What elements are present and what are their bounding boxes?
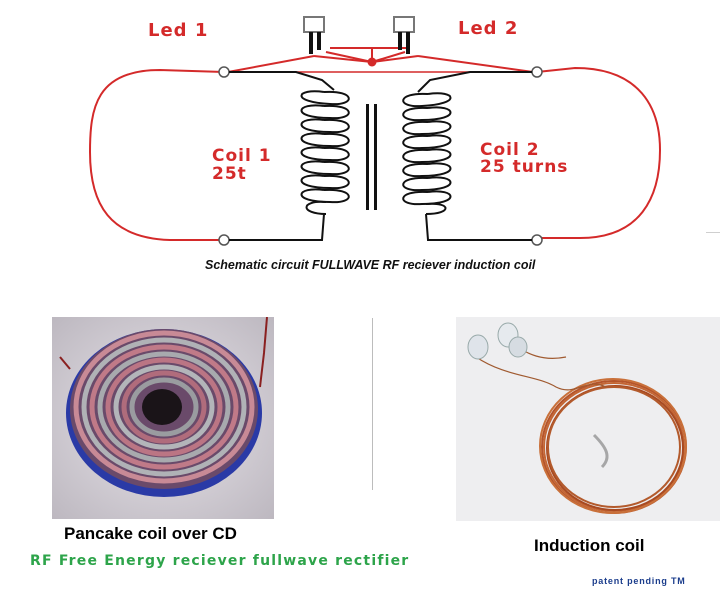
edge-divider bbox=[706, 232, 720, 233]
induction-coil-photo bbox=[456, 317, 720, 521]
led2-symbol bbox=[393, 16, 415, 54]
led-junction-wires bbox=[227, 47, 534, 73]
photo-divider bbox=[372, 318, 373, 490]
coil1-turns-label: 25t bbox=[212, 164, 247, 184]
schematic-diagram bbox=[88, 16, 662, 246]
coil1-label: Coil 1 bbox=[212, 146, 272, 166]
transformer-core bbox=[366, 104, 377, 210]
pancake-coil-caption: Pancake coil over CD bbox=[64, 524, 237, 543]
coil2-turns-label: 25 turns bbox=[480, 157, 569, 177]
outer-wire-loop bbox=[88, 66, 662, 241]
led2-label: Led 2 bbox=[458, 18, 519, 39]
led-components bbox=[467, 322, 528, 360]
coil1-windings bbox=[300, 90, 350, 215]
junction-node bbox=[367, 57, 377, 67]
pancake-coil-photo bbox=[52, 317, 274, 519]
patent-notice: patent pending TM bbox=[592, 576, 686, 586]
induction-coil-caption: Induction coil bbox=[534, 536, 645, 555]
footer-title: RF Free Energy reciever fullwave rectifi… bbox=[30, 553, 410, 569]
coil-leads bbox=[229, 71, 532, 241]
coil2-windings bbox=[402, 92, 452, 215]
coil2-label: Coil 2 bbox=[480, 140, 540, 160]
led1-symbol bbox=[303, 16, 325, 54]
led1-label: Led 1 bbox=[148, 20, 209, 41]
schematic-caption: Schematic circuit FULLWAVE RF reciever i… bbox=[205, 258, 536, 272]
